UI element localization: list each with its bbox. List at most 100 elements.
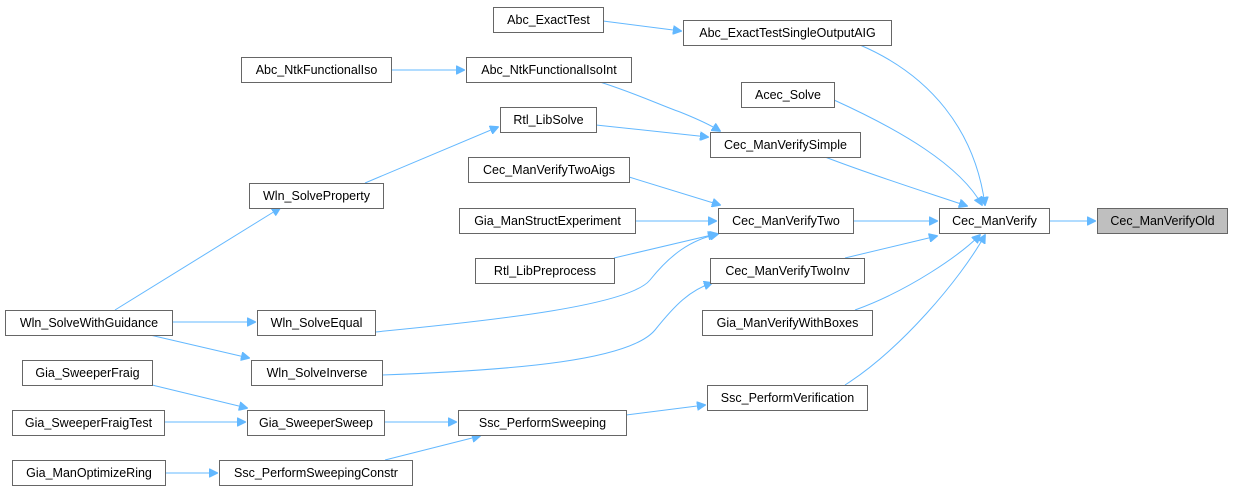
node-label: Gia_ManVerifyWithBoxes <box>717 316 859 330</box>
node-wln-solveinverse[interactable]: Wln_SolveInverse <box>251 360 383 386</box>
node-label: Abc_ExactTestSingleOutputAIG <box>699 26 875 40</box>
node-box <box>12 410 165 436</box>
node-box <box>702 310 873 336</box>
node-box <box>219 460 413 486</box>
node-wln-solveequal[interactable]: Wln_SolveEqual <box>257 310 376 336</box>
edge-gia-manverifywithboxes-to-cec-manverify <box>854 235 980 311</box>
node-label: Gia_SweeperFraig <box>35 366 139 380</box>
node-gia-manstructexperiment[interactable]: Gia_ManStructExperiment <box>459 208 636 234</box>
node-box <box>475 258 615 284</box>
edge-cec-manverifysimple-to-cec-manverify <box>824 156 967 206</box>
node-label: Gia_ManStructExperiment <box>474 214 621 228</box>
node-box <box>493 7 604 33</box>
node-cec-manverifysimple[interactable]: Cec_ManVerifySimple <box>710 132 861 158</box>
node-abc-ntkfunctionaliso[interactable]: Abc_NtkFunctionalIso <box>241 57 392 83</box>
node-label: Rtl_LibSolve <box>513 113 583 127</box>
node-gia-manverifywithboxes[interactable]: Gia_ManVerifyWithBoxes <box>702 310 873 336</box>
node-label: Ssc_PerformVerification <box>721 391 854 405</box>
nodes-layer: Abc_ExactTestAbc_ExactTestSingleOutputAI… <box>5 7 1228 486</box>
node-rtl-libsolve[interactable]: Rtl_LibSolve <box>500 107 597 133</box>
node-box <box>257 310 376 336</box>
node-ssc-performverification[interactable]: Ssc_PerformVerification <box>707 385 868 411</box>
edge-cec-manverifytwoinv-to-cec-manverify <box>844 236 937 259</box>
node-cec-manverifyold: Cec_ManVerifyOld <box>1097 208 1228 234</box>
edge-abc-ntkfunctionalisoint-to-cec-manverifysimple <box>599 81 720 131</box>
edge-cec-manverifytwoaigs-to-cec-manverifytwo <box>628 176 720 205</box>
node-label: Cec_ManVerifyTwoInv <box>725 264 850 278</box>
node-box <box>683 20 892 46</box>
node-box <box>12 460 166 486</box>
node-label: Wln_SolveWithGuidance <box>20 316 158 330</box>
node-abc-ntkfunctionalisoint[interactable]: Abc_NtkFunctionalIsoInt <box>466 57 632 83</box>
edge-wln-solvewithguidance-to-wln-solveproperty <box>114 208 280 311</box>
node-box <box>939 208 1050 234</box>
node-gia-sweeperfraig[interactable]: Gia_SweeperFraig <box>22 360 153 386</box>
node-wln-solveproperty[interactable]: Wln_SolveProperty <box>249 183 384 209</box>
node-label: Abc_ExactTest <box>507 13 590 27</box>
node-box <box>718 208 854 234</box>
node-label: Wln_SolveInverse <box>267 366 368 380</box>
node-label: Ssc_PerformSweepingConstr <box>234 466 398 480</box>
edge-rtl-libpreprocess-to-cec-manverifytwo <box>613 234 716 259</box>
edge-abc-exacttest-to-abc-exacttestsingleoutputaig <box>602 20 681 31</box>
node-label: Gia_SweeperFraigTest <box>25 416 153 430</box>
edge-wln-solvewithguidance-to-wln-solveinverse <box>149 334 249 358</box>
edge-acec-solve-to-cec-manverify <box>833 99 982 205</box>
node-label: Gia_SweeperSweep <box>259 416 373 430</box>
edge-wln-solveproperty-to-rtl-libsolve <box>364 127 498 184</box>
node-ssc-performsweeping[interactable]: Ssc_PerformSweeping <box>458 410 627 436</box>
node-label: Cec_ManVerifyTwoAigs <box>483 163 615 177</box>
node-gia-sweeperfraigtest[interactable]: Gia_SweeperFraigTest <box>12 410 165 436</box>
node-box <box>710 132 861 158</box>
node-gia-manoptimizering[interactable]: Gia_ManOptimizeRing <box>12 460 166 486</box>
node-box <box>251 360 383 386</box>
node-cec-manverify[interactable]: Cec_ManVerify <box>939 208 1050 234</box>
node-box <box>247 410 385 436</box>
node-acec-solve[interactable]: Acec_Solve <box>741 82 835 108</box>
node-label: Cec_ManVerifyOld <box>1110 214 1214 228</box>
node-abc-exacttest[interactable]: Abc_ExactTest <box>493 7 604 33</box>
node-label: Abc_NtkFunctionalIso <box>256 63 378 77</box>
node-box <box>22 360 153 386</box>
node-box <box>468 157 630 183</box>
node-cec-manverifytwoinv[interactable]: Cec_ManVerifyTwoInv <box>710 258 865 284</box>
node-box <box>249 183 384 209</box>
edge-ssc-performverification-to-cec-manverify <box>844 235 985 386</box>
node-label: Cec_ManVerify <box>952 214 1038 228</box>
node-label: Wln_SolveEqual <box>271 316 363 330</box>
node-gia-sweepersweep[interactable]: Gia_SweeperSweep <box>247 410 385 436</box>
node-cec-manverifytwoaigs[interactable]: Cec_ManVerifyTwoAigs <box>468 157 630 183</box>
node-wln-solvewithguidance[interactable]: Wln_SolveWithGuidance <box>5 310 173 336</box>
node-label: Acec_Solve <box>755 88 821 102</box>
node-rtl-libpreprocess[interactable]: Rtl_LibPreprocess <box>475 258 615 284</box>
node-label: Cec_ManVerifySimple <box>724 138 847 152</box>
edge-abc-exacttestsingleoutputaig-to-cec-manverify <box>859 44 985 205</box>
node-box <box>458 410 627 436</box>
node-label: Gia_ManOptimizeRing <box>26 466 152 480</box>
edge-ssc-performsweepingconstr-to-ssc-performsweeping <box>384 436 480 461</box>
node-box <box>466 57 632 83</box>
node-abc-exacttestsingleoutputaig[interactable]: Abc_ExactTestSingleOutputAIG <box>683 20 892 46</box>
edge-rtl-libsolve-to-cec-manverifysimple <box>595 124 708 137</box>
node-box <box>741 82 835 108</box>
node-box <box>5 310 173 336</box>
node-box <box>241 57 392 83</box>
edge-gia-sweeperfraig-to-gia-sweepersweep <box>151 384 247 408</box>
node-label: Rtl_LibPreprocess <box>494 264 596 278</box>
node-box <box>710 258 865 284</box>
node-box <box>459 208 636 234</box>
node-label: Ssc_PerformSweeping <box>479 416 606 430</box>
node-ssc-performsweepingconstr[interactable]: Ssc_PerformSweepingConstr <box>219 460 413 486</box>
node-label: Abc_NtkFunctionalIsoInt <box>481 63 617 77</box>
node-label: Cec_ManVerifyTwo <box>732 214 840 228</box>
edges-layer <box>114 20 1095 473</box>
node-box <box>500 107 597 133</box>
node-box <box>1097 208 1228 234</box>
node-cec-manverifytwo[interactable]: Cec_ManVerifyTwo <box>718 208 854 234</box>
edge-wln-solveinverse-to-cec-manverifytwoinv <box>381 283 712 376</box>
node-label: Wln_SolveProperty <box>263 189 371 203</box>
edge-ssc-performsweeping-to-ssc-performverification <box>625 405 705 416</box>
edge-wln-solveequal-to-cec-manverifytwo <box>374 234 718 333</box>
node-box <box>707 385 868 411</box>
